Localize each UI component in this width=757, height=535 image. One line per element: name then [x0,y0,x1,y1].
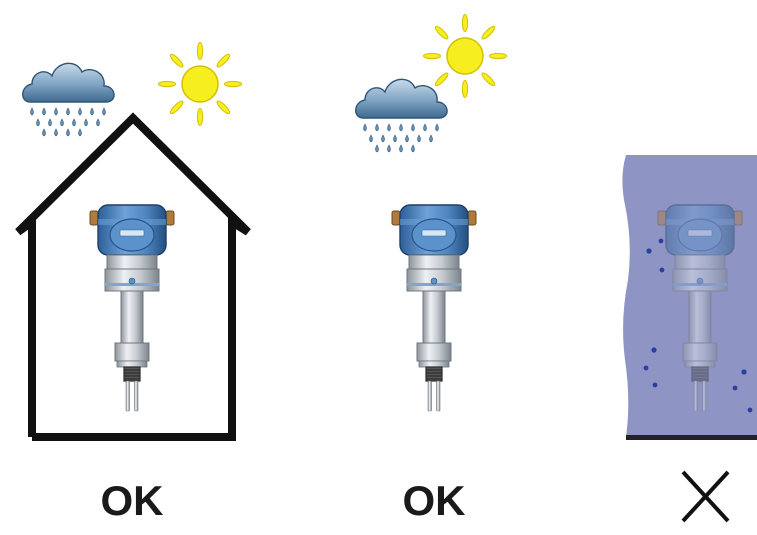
rain-cloud-icon [22,62,115,137]
cross-icon [681,470,730,523]
level-sensor-icon [391,204,477,412]
sun-icon [422,13,508,99]
level-sensor-icon [89,204,175,412]
sun-icon [157,41,243,127]
panel-outdoor [355,13,508,412]
status-label-outdoor: OK [402,477,466,524]
panel-indoor [15,41,251,441]
status-label-indoor: OK [100,477,164,524]
air-bubbles [643,238,753,413]
house-icon [15,112,251,441]
water-floor [626,435,757,440]
panel-submerged [622,155,757,440]
rain-cloud-icon [355,78,448,153]
